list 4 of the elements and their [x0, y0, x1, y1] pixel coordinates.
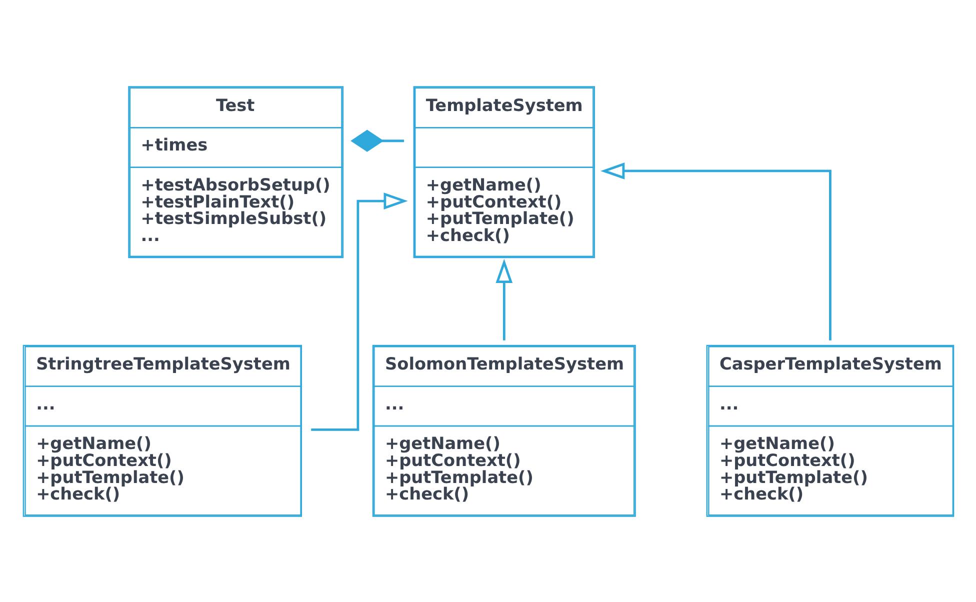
- arrow: [310, 192, 408, 430]
- arrow: [495, 258, 512, 340]
- connector: [350, 129, 404, 152]
- arrow: [600, 162, 831, 340]
